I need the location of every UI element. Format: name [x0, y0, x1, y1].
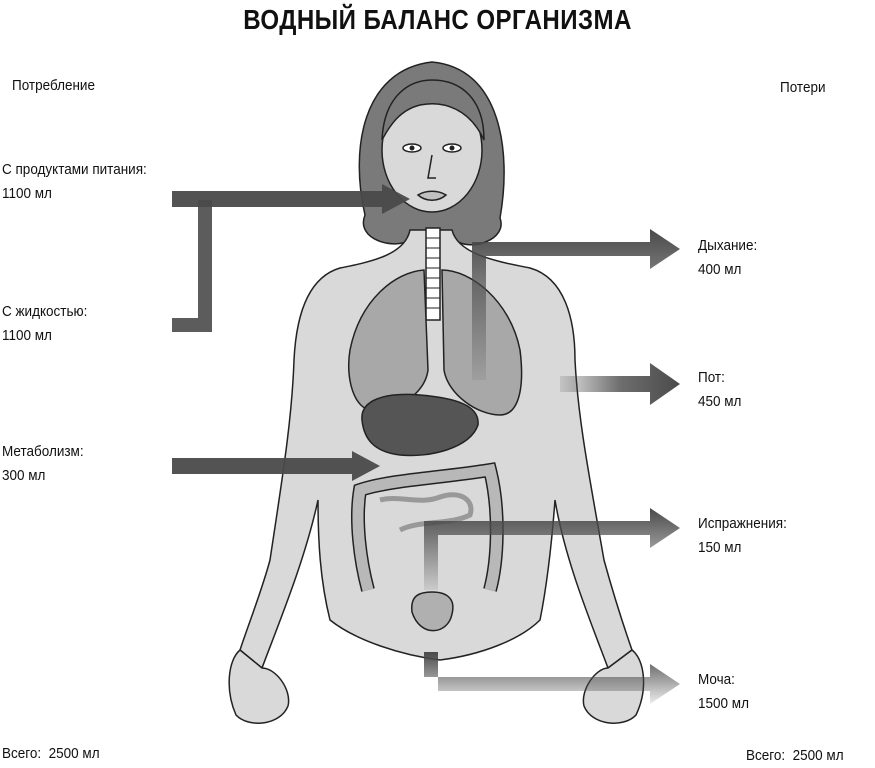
intake-drink: С жидкостью: 1100 мл	[2, 300, 87, 348]
intake-arrows	[172, 184, 410, 481]
hair-fringe	[381, 79, 485, 141]
loss-urine: Моча: 1500 мл	[698, 668, 749, 716]
losses-total: Всего: 2500 мл	[746, 747, 844, 764]
loss-sweat-label: Пот:	[698, 369, 725, 386]
losses-heading: Потери	[780, 79, 826, 96]
human-body	[228, 61, 645, 724]
intake-metabolism-value: 300 мл	[2, 467, 46, 484]
nose	[427, 154, 436, 179]
loss-sweat: Пот: 450 мл	[698, 366, 741, 414]
metabolism-intake-arrow	[172, 451, 380, 481]
intake-food-value: 1100 мл	[2, 185, 52, 202]
loss-urine-label: Моча:	[698, 671, 735, 688]
loss-breath: Дыхание: 400 мл	[698, 234, 757, 282]
intake-metabolism-label: Метаболизм:	[2, 443, 84, 460]
loss-breath-label: Дыхание:	[698, 237, 758, 254]
food-intake-arrow	[172, 184, 410, 214]
breath-loss-arrow	[472, 229, 680, 380]
sweat-loss-arrow	[560, 363, 680, 405]
intake-metabolism: Метаболизм: 300 мл	[2, 440, 84, 488]
intake-drink-label: С жидкостью:	[2, 303, 88, 320]
feces-loss-arrow	[424, 508, 680, 590]
intake-drink-value: 1100 мл	[2, 327, 52, 344]
intake-heading: Потребление	[12, 77, 95, 94]
loss-feces-value: 150 мл	[698, 539, 742, 556]
liver	[361, 393, 479, 457]
loss-sweat-value: 450 мл	[698, 393, 742, 410]
urine-loss-arrow	[424, 652, 680, 704]
intake-food: С продуктами питания: 1100 мл	[2, 158, 147, 206]
loss-arrows	[424, 229, 680, 704]
drink-intake-arrow	[172, 200, 212, 332]
loss-feces-label: Испражнения:	[698, 515, 787, 532]
loss-urine-value: 1500 мл	[698, 695, 749, 712]
trachea	[425, 227, 441, 321]
diagram-title: ВОДНЫЙ БАЛАНС ОРГАНИЗМА	[243, 4, 632, 35]
intake-total: Всего: 2500 мл	[2, 745, 100, 762]
loss-feces: Испражнения: 150 мл	[698, 512, 787, 560]
loss-breath-value: 400 мл	[698, 261, 742, 278]
mouth	[416, 190, 448, 201]
intake-food-label: С продуктами питания:	[2, 161, 147, 178]
left-hand	[228, 649, 290, 724]
bladder	[411, 591, 454, 632]
